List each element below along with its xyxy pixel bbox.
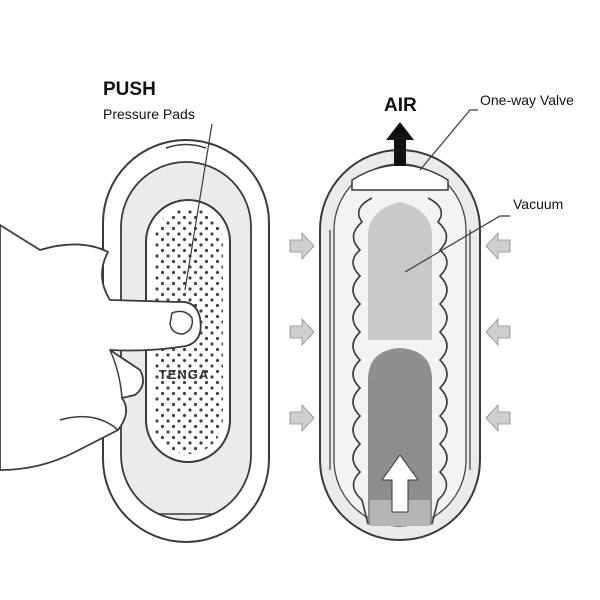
air-arrow-icon — [386, 122, 414, 166]
device-left-top-notch — [165, 143, 207, 149]
arrow-right-3 — [485, 403, 511, 433]
channel-ribs-left — [352, 197, 373, 525]
arrow-right-2 — [485, 317, 511, 347]
vacuum-chamber-upper — [367, 202, 433, 340]
one-way-valve-leader — [419, 109, 478, 171]
finger-crease-2 — [59, 415, 119, 431]
brand-logo: TENGA — [159, 367, 210, 382]
arrow-right-1 — [485, 231, 511, 261]
hand-palm — [0, 224, 202, 471]
hand-illustration — [0, 224, 202, 471]
push-label: PUSH — [103, 79, 156, 100]
pressure-pads-label: Pressure Pads — [103, 106, 195, 122]
arrow-left-3 — [289, 403, 315, 433]
pressure-pads-leader — [184, 123, 213, 291]
channel-ribs-right — [427, 197, 448, 525]
air-label: AIR — [384, 95, 417, 116]
finger-crease-1 — [109, 349, 123, 399]
vacuum-chamber-lower — [368, 348, 432, 525]
vacuum-leader — [404, 215, 510, 273]
insert-arrow — [381, 454, 419, 513]
valve-cap — [351, 164, 449, 191]
one-way-valve-label: One-way Valve — [480, 92, 574, 108]
vacuum-label: Vacuum — [513, 196, 564, 212]
device-right-cross-section — [319, 149, 481, 541]
pressure-arrows-right — [485, 231, 511, 433]
arrow-left-1 — [289, 231, 315, 261]
pressure-arrows-left — [289, 231, 315, 433]
thumbnail — [169, 310, 194, 335]
arrow-left-2 — [289, 317, 315, 347]
